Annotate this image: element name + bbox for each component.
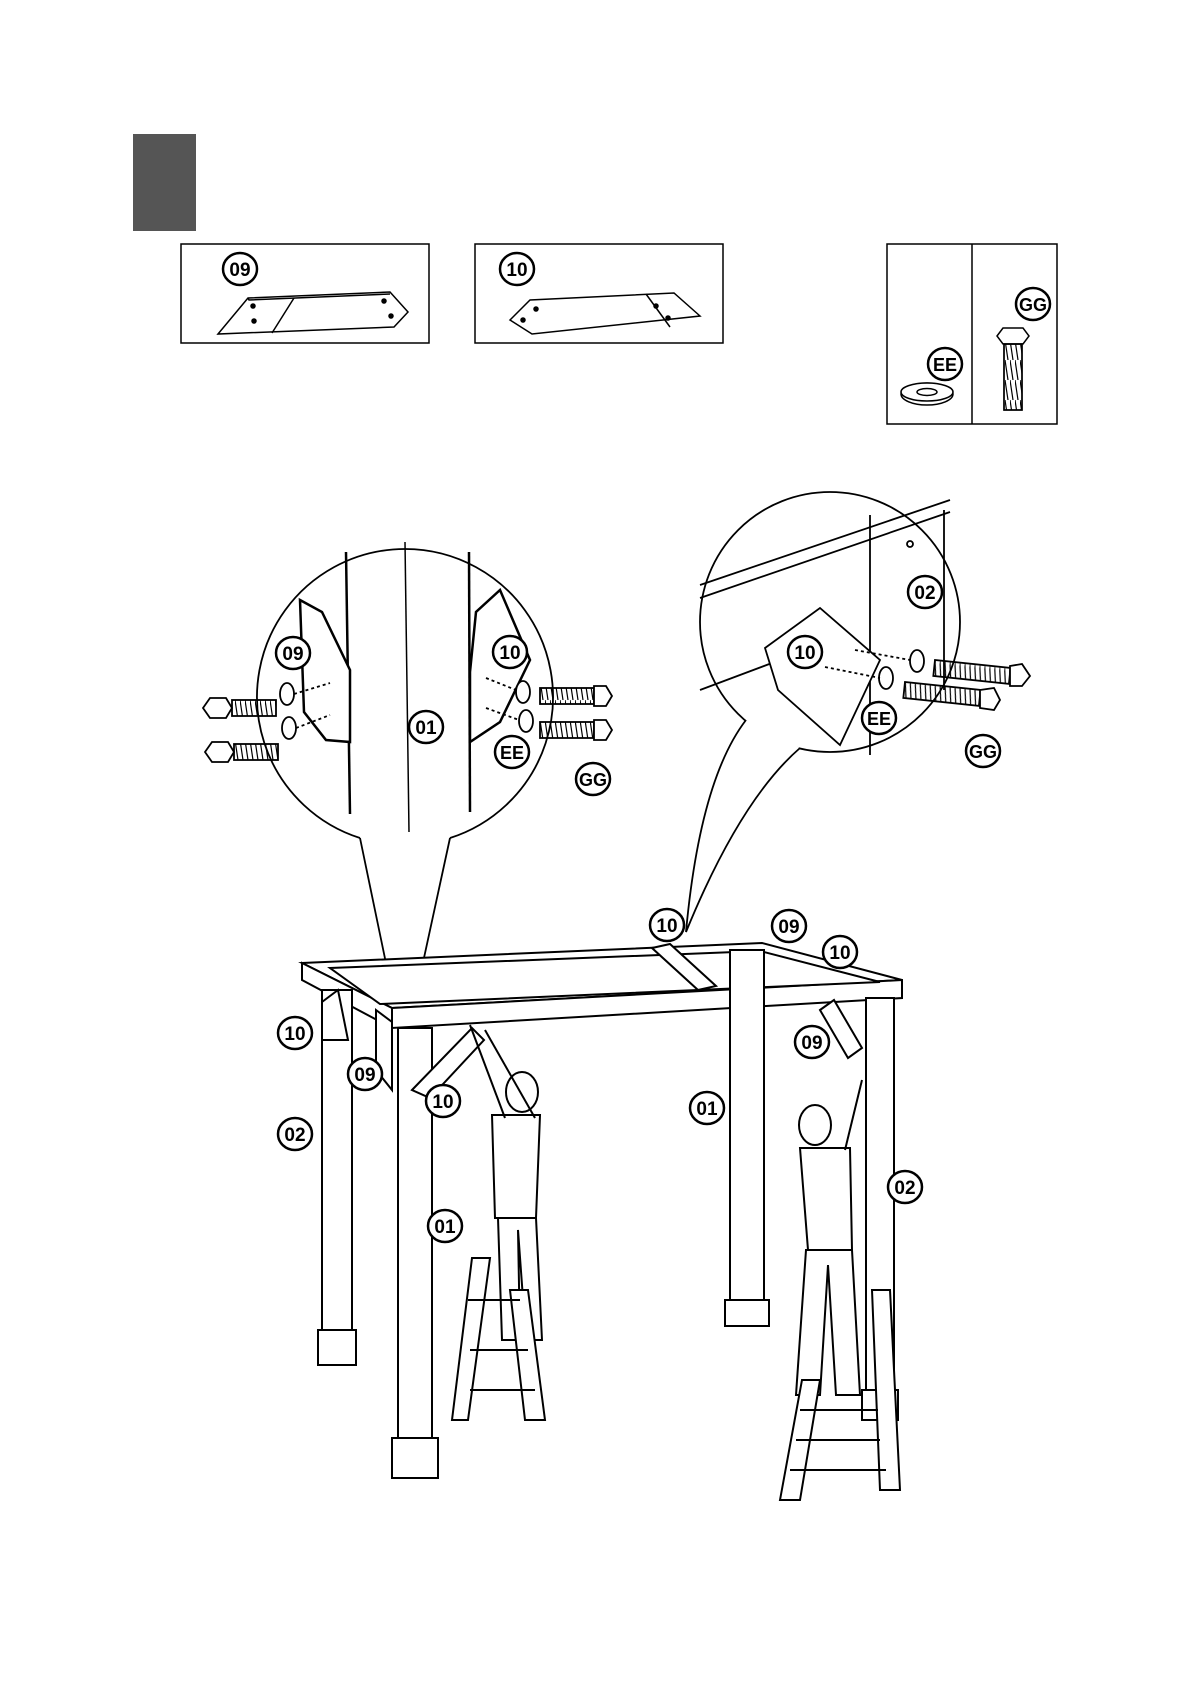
svg-text:10: 10	[794, 643, 815, 664]
left-detail-label-09: 09	[276, 637, 310, 669]
svg-text:01: 01	[434, 1217, 456, 1238]
svg-text:EE: EE	[867, 709, 891, 729]
frame-label-02-right: 02	[888, 1171, 922, 1203]
frame-label-09-right: 09	[795, 1026, 829, 1058]
svg-text:10: 10	[506, 260, 527, 281]
left-detail-label-gg: GG	[576, 763, 610, 795]
svg-text:09: 09	[778, 917, 799, 938]
svg-text:02: 02	[284, 1125, 305, 1146]
part-09-label: 09	[223, 253, 257, 285]
svg-text:GG: GG	[579, 770, 607, 790]
right-detail-label-ee: EE	[862, 702, 896, 734]
part-09-card: 09	[181, 244, 429, 343]
svg-text:01: 01	[415, 718, 437, 739]
frame-label-10-left: 10	[278, 1017, 312, 1049]
svg-text:10: 10	[499, 643, 520, 664]
svg-text:02: 02	[894, 1178, 915, 1199]
left-detail-label-01: 01	[409, 711, 443, 743]
svg-text:09: 09	[801, 1033, 822, 1054]
frame-label-02-left: 02	[278, 1118, 312, 1150]
right-detail-label-10: 10	[788, 636, 822, 668]
right-detail-label-02: 02	[908, 576, 942, 608]
svg-text:01: 01	[696, 1099, 718, 1120]
frame-label-09-left: 09	[348, 1058, 382, 1090]
svg-text:10: 10	[829, 943, 850, 964]
svg-text:10: 10	[284, 1024, 305, 1045]
step-number-box	[133, 134, 196, 231]
hardware-card: EE GG	[887, 244, 1057, 424]
right-detail-label-gg: GG	[966, 735, 1000, 767]
svg-text:10: 10	[656, 916, 677, 937]
svg-text:EE: EE	[933, 355, 957, 375]
frame-label-01-back: 01	[690, 1092, 724, 1124]
frame-label-10-right: 10	[823, 936, 857, 968]
part-10-label: 10	[500, 253, 534, 285]
part-10-card: 10	[475, 244, 723, 343]
hardware-ee-label: EE	[928, 348, 962, 380]
frame-label-10-front: 10	[426, 1085, 460, 1117]
frame-label-09-top: 09	[772, 910, 806, 942]
hardware-gg-label: GG	[1016, 288, 1050, 320]
svg-text:02: 02	[914, 583, 935, 604]
svg-text:GG: GG	[1019, 295, 1047, 315]
washer-ee-icon	[901, 383, 953, 405]
worker-left	[452, 1025, 545, 1420]
svg-text:10: 10	[432, 1092, 453, 1113]
left-detail-label-10: 10	[493, 636, 527, 668]
svg-text:GG: GG	[969, 742, 997, 762]
left-detail-label-ee: EE	[495, 736, 529, 768]
frame-label-10-top: 10	[650, 909, 684, 941]
svg-text:09: 09	[282, 644, 303, 665]
svg-text:EE: EE	[500, 743, 524, 763]
svg-text:09: 09	[354, 1065, 375, 1086]
right-detail-callout	[686, 492, 1030, 932]
svg-text:09: 09	[229, 260, 250, 281]
frame-label-01-front: 01	[428, 1210, 462, 1242]
